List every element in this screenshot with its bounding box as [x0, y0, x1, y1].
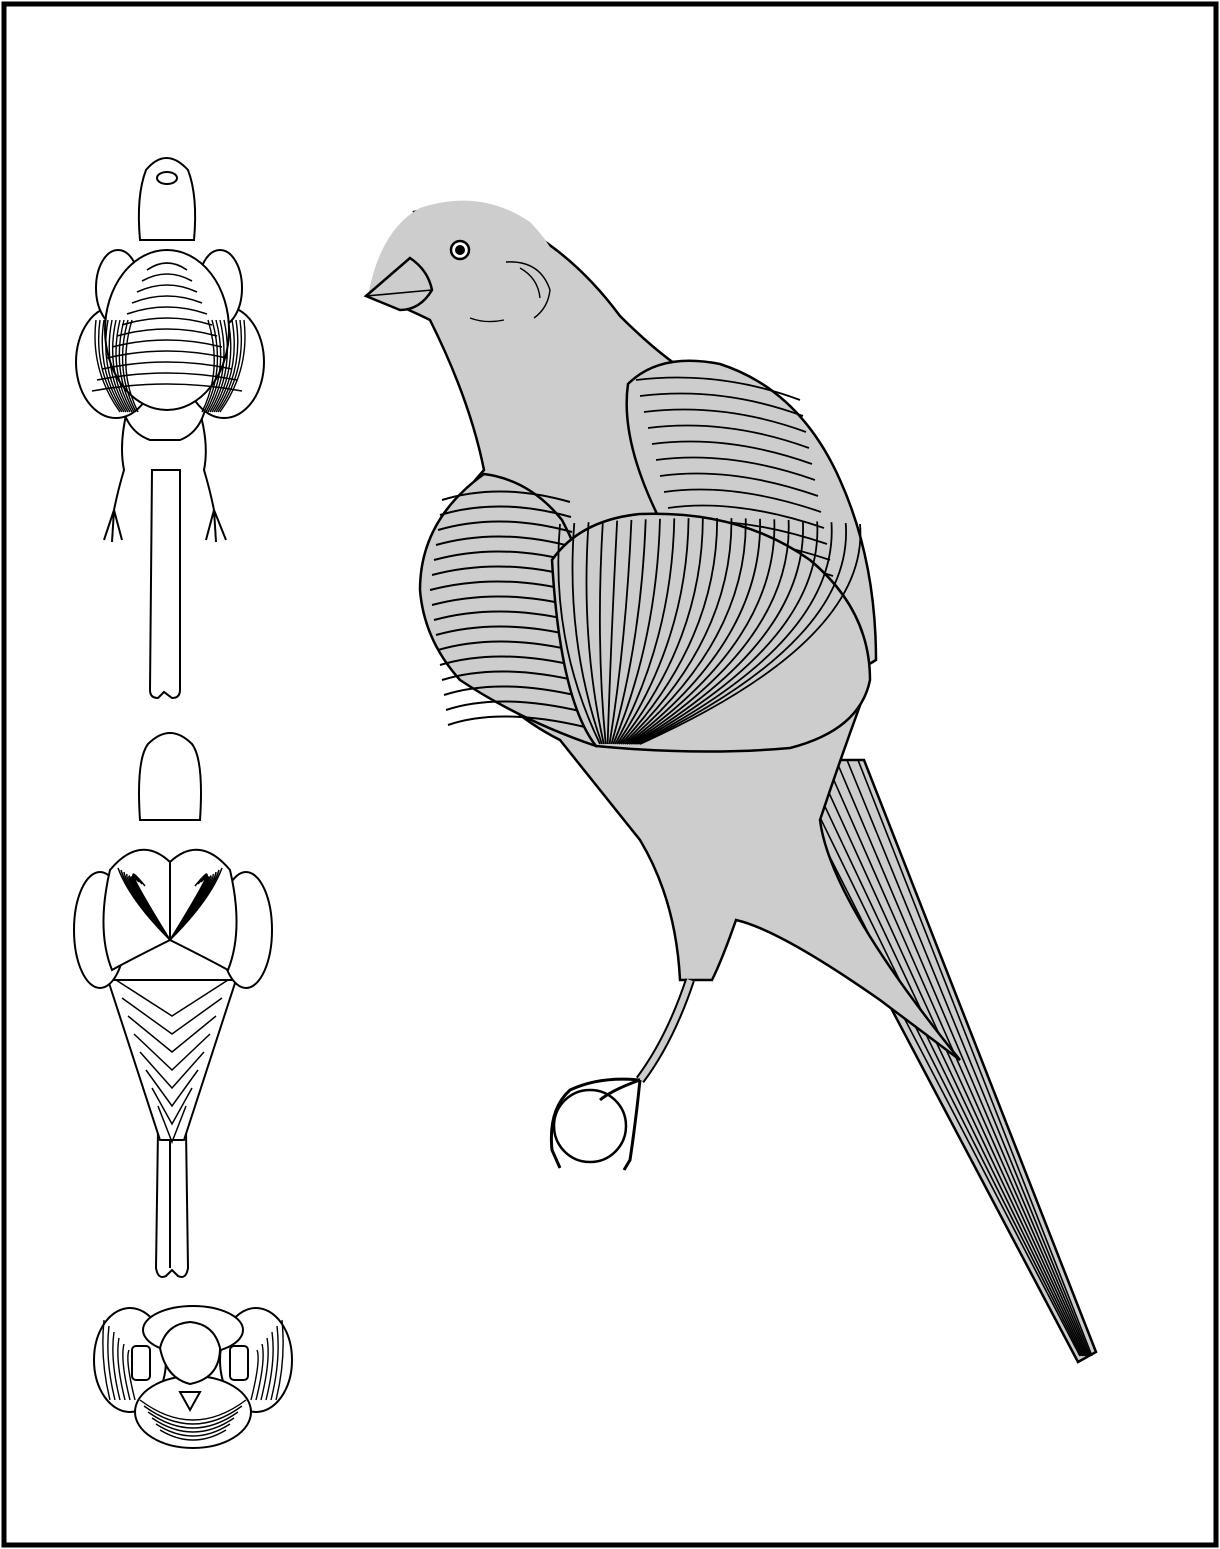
front-tail — [150, 470, 180, 698]
side-perch — [554, 1090, 626, 1162]
front-head — [139, 158, 195, 240]
top-right-foot — [230, 1346, 248, 1380]
front-beak — [157, 172, 177, 184]
side-pupil — [455, 245, 465, 255]
back-tail — [156, 1130, 188, 1277]
back-head — [139, 733, 201, 820]
top-left-foot — [132, 1346, 150, 1380]
